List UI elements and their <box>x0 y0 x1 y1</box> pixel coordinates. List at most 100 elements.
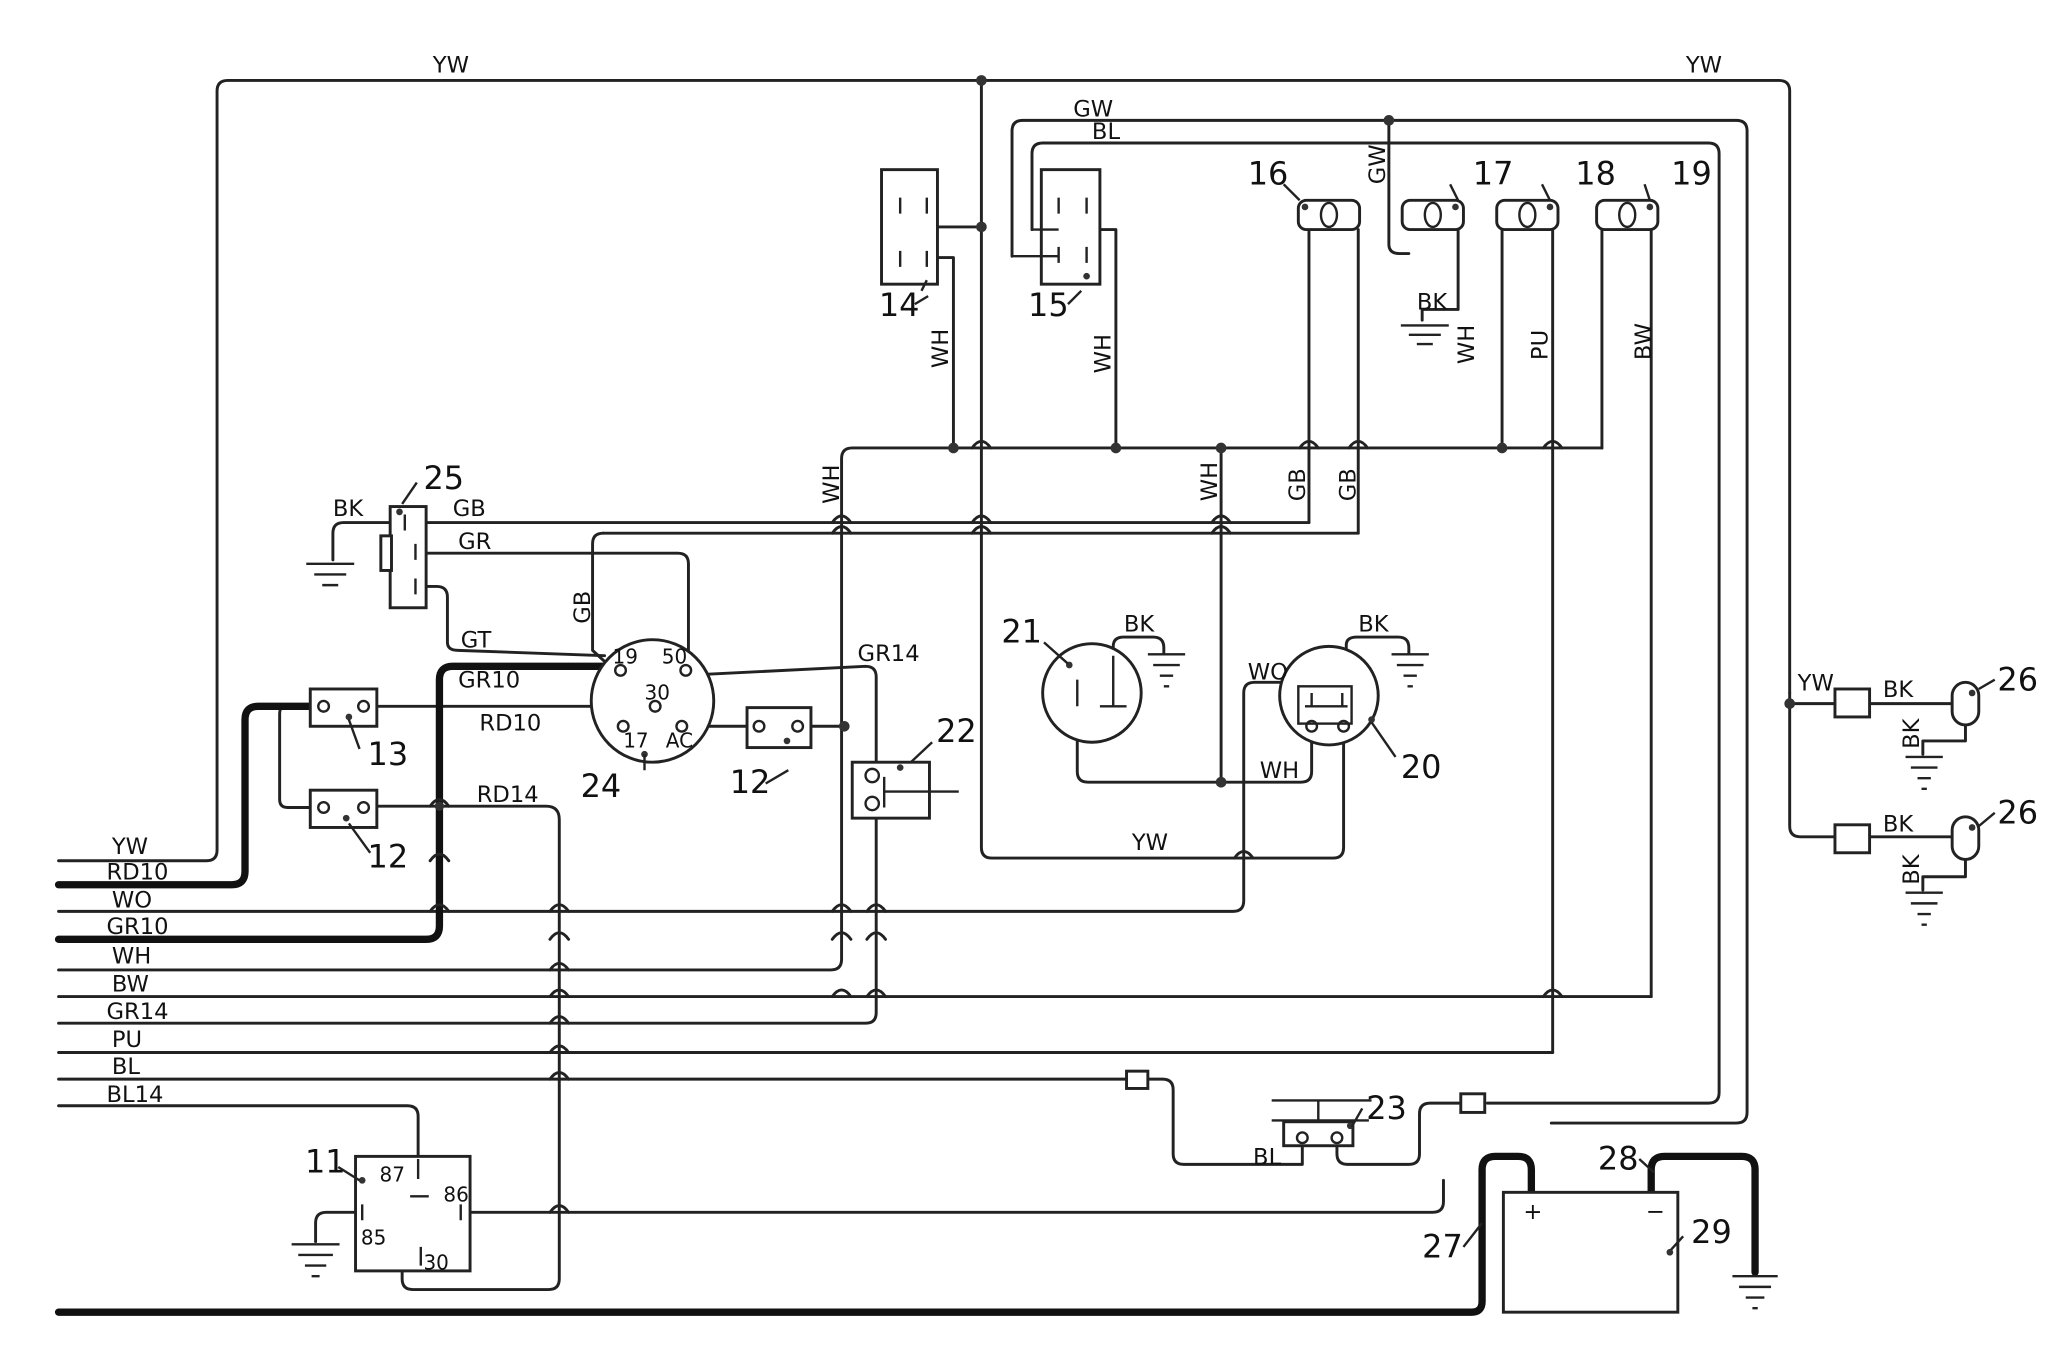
wire-20-bk <box>1344 635 1411 655</box>
wire-label: WH <box>1091 334 1117 373</box>
bus-label: BL14 <box>107 1082 164 1108</box>
wire-label: WH <box>819 464 845 503</box>
wire-thick-rd10 <box>54 702 321 889</box>
component-17 <box>1400 198 1465 232</box>
component-14 <box>880 168 939 292</box>
wire-26b-gnd <box>1921 851 1967 892</box>
component-15 <box>1012 168 1102 286</box>
wire-label: BK <box>1899 853 1925 885</box>
component-26-upper <box>1833 680 1981 727</box>
switch-pin: 30 <box>645 681 670 705</box>
component-number: 14 <box>879 286 920 324</box>
component-number: 22 <box>936 712 977 750</box>
relay-pin: 30 <box>423 1251 448 1275</box>
junction-dots <box>434 75 1796 811</box>
wire-yw-bottom <box>1242 724 1346 860</box>
wires <box>54 78 1967 1316</box>
wire-label: GW <box>1365 144 1391 184</box>
ground-20 <box>1391 653 1429 688</box>
wire-label: GT <box>461 628 492 654</box>
wire-label: YW <box>1797 670 1834 696</box>
wire-gr <box>424 551 690 668</box>
wire-label: PU <box>1527 330 1553 360</box>
component-number: 12 <box>368 837 409 875</box>
wire-23-right <box>1335 1101 1463 1166</box>
ground-battery <box>1732 1275 1778 1310</box>
wire-label: BK <box>1358 612 1390 638</box>
wire-rd14 <box>374 804 561 1292</box>
switch-pin: 19 <box>613 645 638 669</box>
wire-label: RD14 <box>477 782 539 808</box>
component-number: 25 <box>423 459 464 497</box>
wire-label: WO <box>1248 660 1288 686</box>
wire-gb-vertical <box>591 531 612 668</box>
component-numbers: 11 12 12 13 14 15 16 17 18 19 20 21 22 2… <box>305 154 2038 1265</box>
wire-label: GB <box>453 496 486 522</box>
component-number: 26 <box>1997 660 2038 698</box>
battery-minus: − <box>1646 1199 1665 1225</box>
switch-pin: 50 <box>662 645 687 669</box>
relay-pin: 87 <box>380 1163 405 1187</box>
wire-wo <box>57 680 1300 913</box>
switch-pin: 17 <box>623 729 648 753</box>
wire-thick-ground <box>1647 1152 1759 1276</box>
wire-label: GB <box>1285 468 1311 501</box>
bus-labels: YW RD10 WO GR10 WH BW GR14 PU BL BL14 <box>107 834 169 1108</box>
bus-label: YW <box>111 834 148 860</box>
wire-21-bk <box>1111 635 1166 658</box>
component-number: 27 <box>1422 1228 1463 1266</box>
bus-label: GR14 <box>107 999 169 1025</box>
wire-label: BL <box>1253 1144 1282 1170</box>
wire-label: GR14 <box>858 641 920 667</box>
bus-label: PU <box>112 1027 142 1053</box>
wire-yw-26 <box>1788 691 1837 839</box>
component-19 <box>1595 198 1660 232</box>
switch-pin: AC <box>666 729 693 753</box>
wire-gb-horizontal <box>424 521 1360 535</box>
wire-label: GB <box>1336 468 1362 501</box>
wire-gt <box>424 584 607 658</box>
ground-17 <box>1400 324 1449 346</box>
connector-bl-right <box>1459 1092 1487 1114</box>
wire-25-bk <box>331 521 401 562</box>
wire-label: YW <box>432 52 469 78</box>
component-12-right <box>745 706 813 750</box>
component-29-battery <box>1501 1190 1680 1314</box>
wire-thick-bottom <box>54 1152 1536 1316</box>
component-20 <box>1278 644 1380 747</box>
component-number: 13 <box>368 735 409 773</box>
bus-label: BL <box>112 1054 141 1080</box>
wire-label: WH <box>1260 758 1299 784</box>
ground-26a <box>1905 755 1943 791</box>
component-16 <box>1296 198 1362 232</box>
wire-wh-horizontal <box>57 446 1604 972</box>
component-12-left <box>308 788 379 829</box>
pin-labels: 87 86 85 30 19 50 30 17 AC + − <box>361 645 1665 1275</box>
wire-label: GR <box>458 529 492 555</box>
component-13 <box>308 687 379 728</box>
wire-14-wh <box>935 256 955 450</box>
connector-bl <box>1125 1069 1150 1090</box>
wire-label: BW <box>1631 323 1657 360</box>
component-number: 11 <box>305 1142 346 1180</box>
component-22 <box>850 760 959 820</box>
wire-21-wh <box>1075 704 1314 784</box>
wire-label: YW <box>1131 830 1168 856</box>
component-23 <box>1271 1099 1372 1148</box>
component-number: 20 <box>1401 748 1442 786</box>
bus-label: BW <box>112 971 149 997</box>
wire-label: BK <box>1883 811 1915 837</box>
wire-yw-top <box>57 78 1792 863</box>
component-number: 19 <box>1671 154 1712 192</box>
wire-gw <box>1010 118 1749 1125</box>
component-25 <box>379 505 428 610</box>
component-24 <box>589 638 716 764</box>
wire-label: GW <box>1073 96 1113 122</box>
wire-26a-gnd <box>1921 718 1967 756</box>
wire-bl-top <box>1030 141 1721 1105</box>
wire-label: YW <box>1685 52 1722 78</box>
component-number: 23 <box>1366 1089 1407 1127</box>
wire-label: GB <box>570 591 596 624</box>
wire-17-bk <box>1420 228 1460 322</box>
